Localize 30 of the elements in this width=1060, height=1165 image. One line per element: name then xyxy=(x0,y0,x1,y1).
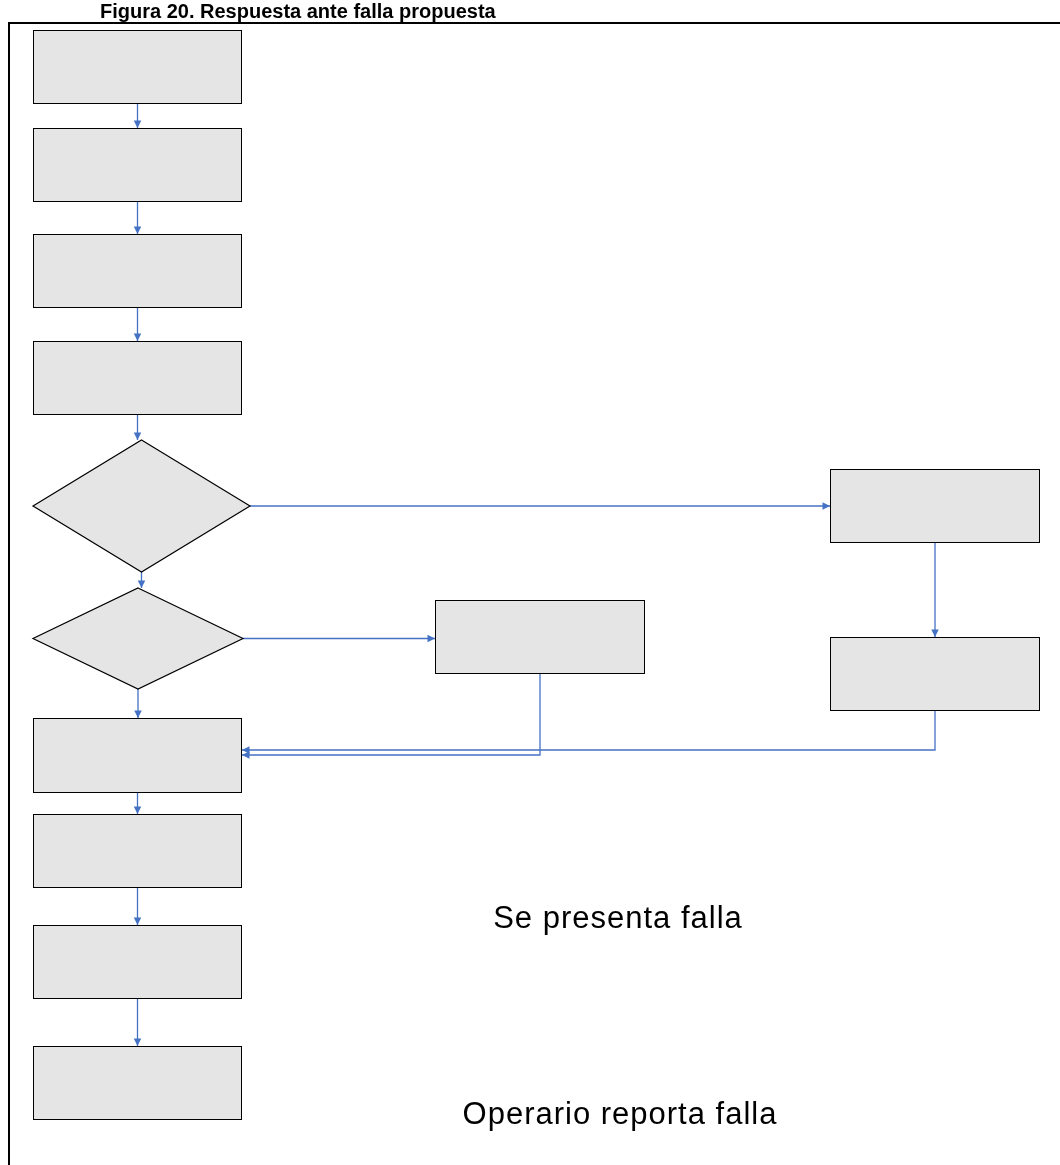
arrow xyxy=(137,571,146,589)
arrow xyxy=(241,673,541,759)
process-box xyxy=(33,128,242,202)
process-box xyxy=(33,1046,242,1120)
arrow xyxy=(931,542,939,638)
arrow xyxy=(242,634,436,643)
arrow xyxy=(134,688,142,719)
arrow xyxy=(133,201,142,235)
process-box xyxy=(830,469,1040,543)
process-box xyxy=(33,30,242,104)
note-text: Se presenta falla xyxy=(492,900,744,936)
decision-diamond xyxy=(33,588,243,689)
figure-title: Figura 20. Respuesta ante falla propuesta xyxy=(100,0,496,23)
arrow xyxy=(133,414,142,441)
arrow xyxy=(133,792,142,815)
arrow xyxy=(249,502,831,510)
decision-diamond xyxy=(33,440,250,572)
process-box xyxy=(830,637,1040,711)
process-box xyxy=(33,234,242,308)
process-box xyxy=(33,814,242,888)
arrow xyxy=(133,103,142,129)
process-box xyxy=(33,341,242,415)
process-box xyxy=(33,925,242,999)
arrow xyxy=(133,307,142,342)
process-box xyxy=(435,600,645,674)
arrow xyxy=(133,887,142,926)
arrow xyxy=(133,998,142,1047)
arrow xyxy=(241,710,936,754)
note-text: Operario reporta falla xyxy=(461,1096,779,1132)
process-box xyxy=(33,718,242,793)
